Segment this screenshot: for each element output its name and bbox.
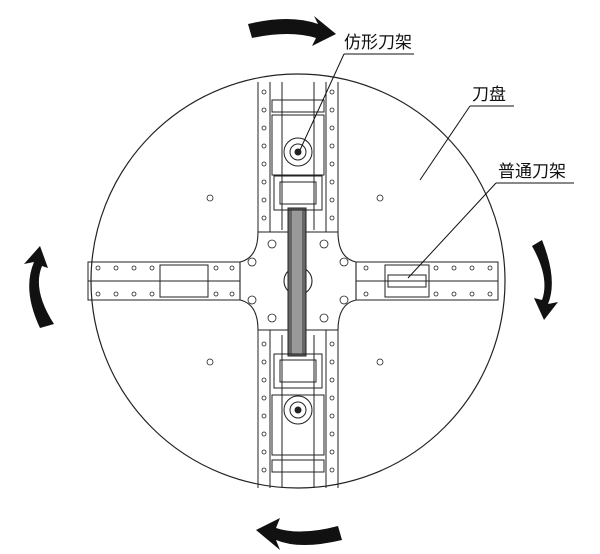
curved-arrow-icon [256,518,342,550]
leader-lines [299,53,574,279]
label-cutter-disc: 刀盘 [472,85,506,105]
label-profile-holder: 仿形刀架 [344,33,412,53]
curved-arrow-icon [24,246,54,328]
curved-arrow-icon [532,240,558,320]
label-normal-holder: 普通刀架 [498,162,566,182]
profile-holder-bottom [273,353,323,425]
rack-column [287,207,307,357]
profile-holder-top [273,137,323,211]
bolt-holes [95,89,493,473]
curved-arrow-icon [248,16,336,46]
vertical-arm [257,82,339,488]
